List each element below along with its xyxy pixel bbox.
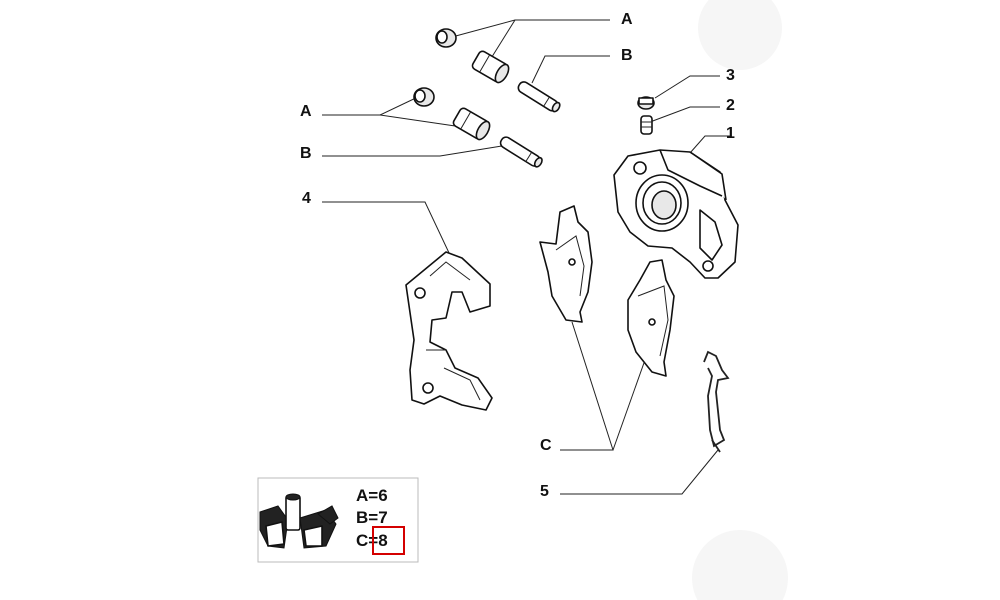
guide-bushing-left — [452, 107, 491, 141]
leader-lines — [322, 19, 730, 495]
spring-clip — [703, 350, 730, 453]
callout-1: 1 — [726, 125, 735, 142]
guide-pin-left — [499, 136, 543, 168]
highlight-box — [372, 526, 405, 555]
legend-line-a: A=6 — [356, 486, 388, 505]
legend-box: A=6 B=7 C=8 — [257, 477, 419, 563]
callout-b-top: B — [621, 47, 633, 64]
guide-pin-cap-top — [435, 28, 457, 48]
callout-a-left: A — [300, 103, 312, 120]
callout-c: C — [540, 437, 552, 454]
callout-2: 2 — [726, 97, 735, 114]
legend-line-b: B=7 — [356, 508, 388, 527]
legend-line-c: C=8 — [356, 531, 388, 550]
guide-bushing-top — [471, 50, 510, 84]
callout-4: 4 — [302, 190, 311, 207]
bleed-cap — [637, 96, 655, 110]
guide-pin-top — [517, 81, 561, 113]
callout-5: 5 — [540, 483, 549, 500]
bleed-screw — [640, 115, 653, 135]
callout-a-top: A — [621, 11, 633, 28]
parts-kit-icon — [259, 493, 339, 549]
brake-pad-outer — [627, 259, 675, 377]
brake-caliper-body — [613, 149, 739, 279]
callout-3: 3 — [726, 67, 735, 84]
callout-b-left: B — [300, 145, 312, 162]
brake-pad-inner — [539, 205, 593, 323]
background-circle — [692, 530, 788, 600]
caliper-bracket — [405, 251, 493, 411]
guide-pin-cap-left — [413, 87, 435, 107]
background-circle — [698, 0, 782, 70]
